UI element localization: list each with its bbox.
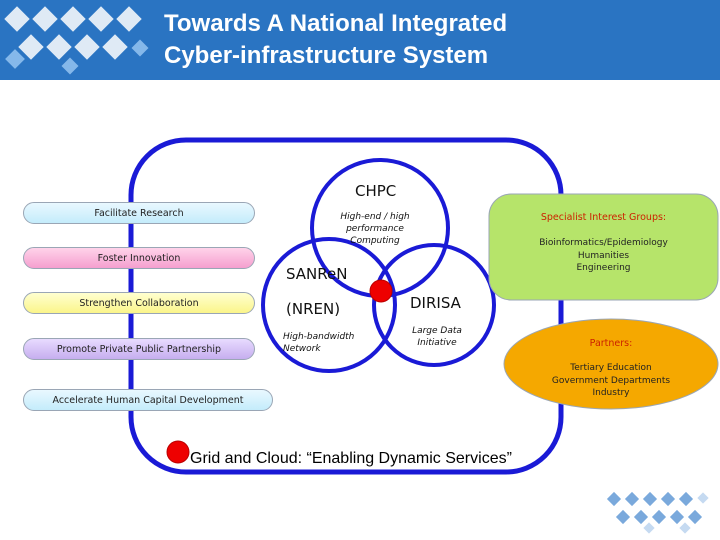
specialist-item: Humanities	[577, 250, 630, 261]
partner-item: Industry	[592, 388, 630, 398]
chpc-description: High-end / high performance Computing	[340, 212, 410, 246]
goal-facilitate-research: Facilitate Research	[23, 202, 255, 224]
red-marker-grid	[166, 440, 190, 464]
red-marker-center	[369, 279, 393, 303]
specialist-item: Bioinformatics/Epidemiology	[539, 238, 668, 248]
chpc-label: CHPC	[355, 182, 397, 200]
sanren-label: SANReN	[286, 265, 348, 283]
sanren-circle	[261, 237, 397, 373]
header-banner: Towards A National Integrated Cyber-infr…	[0, 0, 720, 80]
nren-label: (NREN)	[286, 300, 341, 318]
decorative-tiles-icon	[4, 6, 149, 75]
goal-human-capital: Accelerate Human Capital Development	[23, 389, 273, 411]
goal-strengthen-collaboration: Strengthen Collaboration	[23, 292, 255, 314]
title-line-1: Towards A National Integrated	[164, 10, 508, 37]
footer-tiles-icon	[606, 491, 709, 534]
dirisa-circle	[372, 243, 496, 367]
dirisa-label: DIRISA	[410, 294, 461, 312]
partner-item: Government Departments	[551, 375, 671, 386]
sanren-description: High-bandwidth Network	[283, 332, 355, 354]
partners-heading: Partners:	[589, 338, 633, 349]
partners-list: Tertiary Education Government Department…	[504, 362, 718, 400]
specialist-groups-box	[488, 193, 719, 301]
partners-ellipse	[503, 318, 719, 410]
partner-item: Tertiary Education	[570, 363, 652, 373]
specialist-groups-list: Bioinformatics/Epidemiology Humanities E…	[489, 237, 718, 275]
grid-cloud-label: Grid and Cloud: “Enabling Dynamic Servic…	[190, 450, 512, 467]
goal-foster-innovation: Foster Innovation	[23, 247, 255, 269]
dirisa-description: Large Data Initiative	[412, 326, 462, 348]
specialist-groups-heading: Specialist Interest Groups:	[540, 212, 667, 223]
title-line-2: Cyber-infrastructure System	[164, 42, 489, 69]
specialist-item: Engineering	[576, 263, 631, 273]
goal-promote-partnership: Promote Private Public Partnership	[23, 338, 255, 360]
page-title: Towards A National Integrated Cyber-infr…	[164, 8, 507, 72]
